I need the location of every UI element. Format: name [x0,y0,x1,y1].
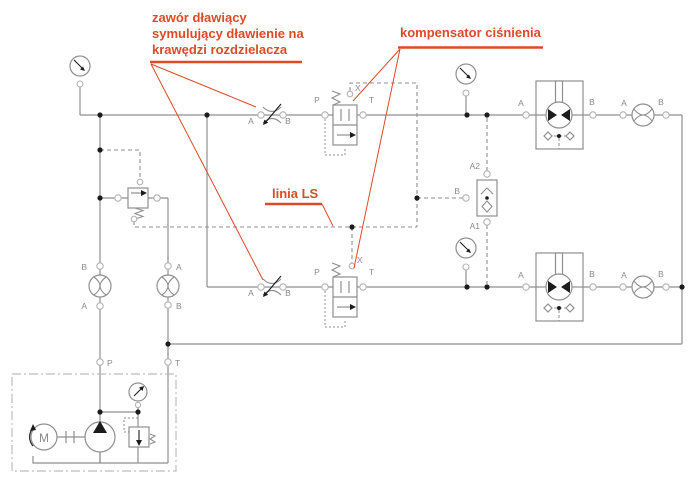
ls-unloading-valve [114,178,161,223]
port-a-label: A [518,98,524,108]
port-t-label: T [369,95,374,105]
hydraulic-motor-top: A B [518,80,597,150]
port-x-label: X [357,255,363,265]
flow-meter-top: A B [619,97,670,127]
flow-meter-pump-line: B A [81,262,112,311]
annotation-compensator-note: kompensator ciśnienia [352,25,543,269]
port-a-label: A [621,98,627,108]
port-p [96,358,104,366]
port-b-label: B [285,116,291,126]
hydraulic-motor-bottom: A B [518,252,597,322]
port-b-label: B [176,301,182,311]
port-a-label: A [81,301,87,311]
pressure-gauge-pump-line [69,55,91,88]
port-b-label: B [658,269,664,279]
port-b-label: B [658,97,664,107]
annotation-throttle-note: zawór dławiący symulujący dławienie na k… [150,10,304,281]
port-p-label: P [314,267,320,277]
port-t [164,358,172,366]
coupling [57,431,85,443]
port-b-label: B [454,186,460,196]
port-a-label: A [518,270,524,280]
pump [84,421,116,453]
throttle-note-line2: symulujący dławienie na [152,26,304,41]
port-p-label: P [314,95,320,105]
ls-note-text: linia LS [272,186,319,201]
electric-motor: M [29,423,58,451]
port-b-label: B [589,97,595,107]
tank [32,456,168,464]
port-a1-label: A1 [470,221,481,231]
port-b-label: B [589,269,595,279]
power-unit: M P T [11,358,180,472]
annotation-ls-note: linia LS [265,186,334,227]
pressure-compensator-top: P X T [314,83,374,156]
motor-label: M [39,431,49,445]
relief-valve [123,417,157,448]
throttle-note-line3: krawędzi rozdzielacza [152,42,288,57]
throttle-note-line1: zawór dławiący [152,10,247,25]
port-t-label: T [175,358,180,368]
pressure-gauge-power-unit [128,382,148,409]
port-a-label: A [248,288,254,298]
port-a-label: A [176,262,182,272]
port-t-label: T [369,267,374,277]
pressure-gauge-bottom-branch [455,237,477,271]
compensator-note-text: kompensator ciśnienia [400,25,542,40]
pressure-gauge-top-branch [455,63,477,97]
throttle-valve-bottom: A B [248,275,291,298]
junction-dots [97,112,685,415]
shuttle-valve: A2 B A1 [454,161,498,231]
port-x-label: X [355,83,361,93]
flow-meter-return-line: A B [156,262,182,311]
port-b-label: B [81,262,87,272]
flow-meter-bottom: A B [619,269,670,299]
port-b-label: B [285,288,291,298]
power-unit-enclosure [11,373,177,472]
ls-pilot-lines [100,82,488,284]
port-a-label: A [621,270,627,280]
throttle-valve-top: A B [248,103,291,126]
port-a-label: A [248,116,254,126]
port-p-label: P [107,358,113,368]
port-a2-label: A2 [470,161,481,171]
pressure-compensator-bottom: P X T [314,255,374,328]
